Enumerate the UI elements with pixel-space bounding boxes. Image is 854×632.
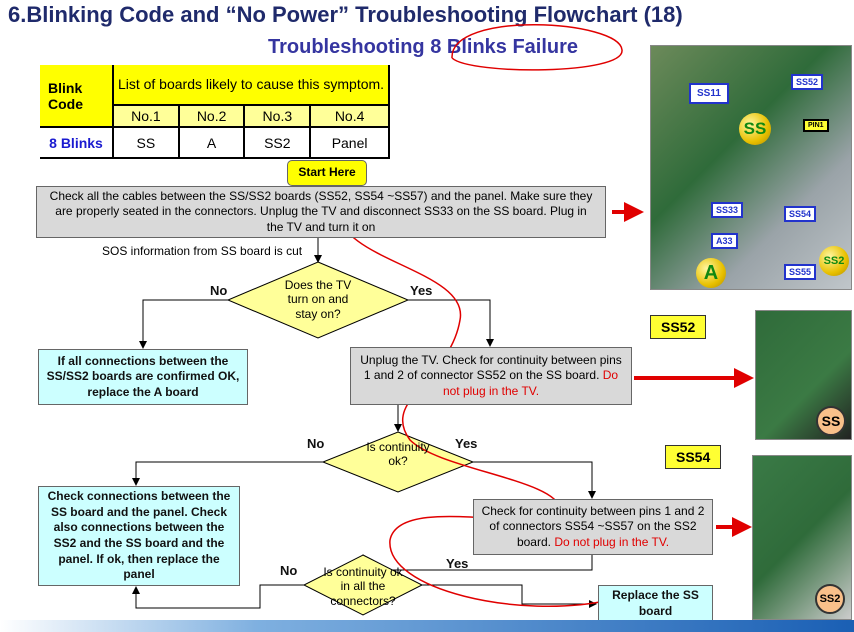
board-tag: PIN1 xyxy=(803,119,829,132)
ss54-detail-photo: SS2 xyxy=(752,455,852,620)
yes-label: Yes xyxy=(446,556,469,571)
replace-ss-board-step: Replace the SS board xyxy=(598,585,713,622)
footer-bar xyxy=(0,620,854,632)
board-tag: SS33 xyxy=(711,202,744,218)
replace-panel-step: Check connections between the SS board a… xyxy=(38,486,240,586)
col-header: No.4 xyxy=(310,105,390,128)
ss52-callout: SS52 xyxy=(650,315,707,339)
step-text: Check for continuity between pins 1 and … xyxy=(481,503,705,549)
no-label: No xyxy=(210,283,228,298)
page-title: 6.Blinking Code and “No Power” Troublesh… xyxy=(8,2,683,27)
cell: A xyxy=(178,127,246,159)
a-coin: A xyxy=(696,258,726,288)
decision-diamond-3 xyxy=(302,554,424,616)
warning-text: Do not plug in the TV. xyxy=(442,368,619,398)
cell: SS xyxy=(113,127,180,159)
board-tag: SS54 xyxy=(784,206,817,222)
yes-label: Yes xyxy=(455,436,478,451)
board-tag: A33 xyxy=(711,233,738,249)
step-text: Unplug the TV. Check for continuity betw… xyxy=(360,352,622,383)
decision-diamond-1 xyxy=(226,261,410,339)
board-tag: SS52 xyxy=(791,74,824,90)
yes-label: Yes xyxy=(410,283,433,298)
ss2-coin: SS2 xyxy=(815,584,845,614)
col-header: No.1 xyxy=(113,105,180,128)
page-subtitle: Troubleshooting 8 Blinks Failure xyxy=(268,36,579,58)
no-label: No xyxy=(280,563,298,578)
ss54-callout: SS54 xyxy=(665,445,722,469)
col-header: No.3 xyxy=(244,105,312,128)
no-label: No xyxy=(307,436,325,451)
ss-coin: SS xyxy=(816,406,846,436)
step-check-ss52: Unplug the TV. Check for continuity betw… xyxy=(350,347,632,405)
list-header: List of boards likely to cause this symp… xyxy=(113,65,390,106)
warning-text: Do not plug in the TV. xyxy=(554,534,670,549)
board-tag: SS55 xyxy=(784,264,817,280)
blink-code-header: Blink Code xyxy=(40,65,114,128)
decision-diamond-2 xyxy=(321,431,475,493)
question-tv-on: Does the TV turn on and stay on? xyxy=(284,278,352,321)
ss52-detail-photo: SS xyxy=(755,310,852,440)
board-photo: SS11 SS52 PIN1 SS33 SS54 A33 SS55 SS A S… xyxy=(650,45,852,290)
sos-note: SOS information from SS board is cut xyxy=(102,244,303,258)
question-all-connectors: Is continuity ok in all the connectors? xyxy=(323,565,403,608)
cell: SS2 xyxy=(244,127,312,159)
step-check-ss54: Check for continuity between pins 1 and … xyxy=(473,499,713,555)
replace-a-board-step: If all connections between the SS/SS2 bo… xyxy=(38,349,248,405)
question-continuity: Is continuity ok? xyxy=(366,440,430,469)
cell: Panel xyxy=(310,127,390,159)
step-check-cables: Check all the cables between the SS/SS2 … xyxy=(36,186,606,238)
board-tag: SS11 xyxy=(689,83,729,104)
ss-coin: SS xyxy=(739,113,771,145)
blink-code-table: Blink Code List of boards likely to caus… xyxy=(40,65,390,159)
ss2-coin: SS2 xyxy=(819,246,849,276)
start-here-label: Start Here xyxy=(287,160,367,186)
row-label: 8 Blinks xyxy=(40,127,114,159)
col-header: No.2 xyxy=(178,105,246,128)
